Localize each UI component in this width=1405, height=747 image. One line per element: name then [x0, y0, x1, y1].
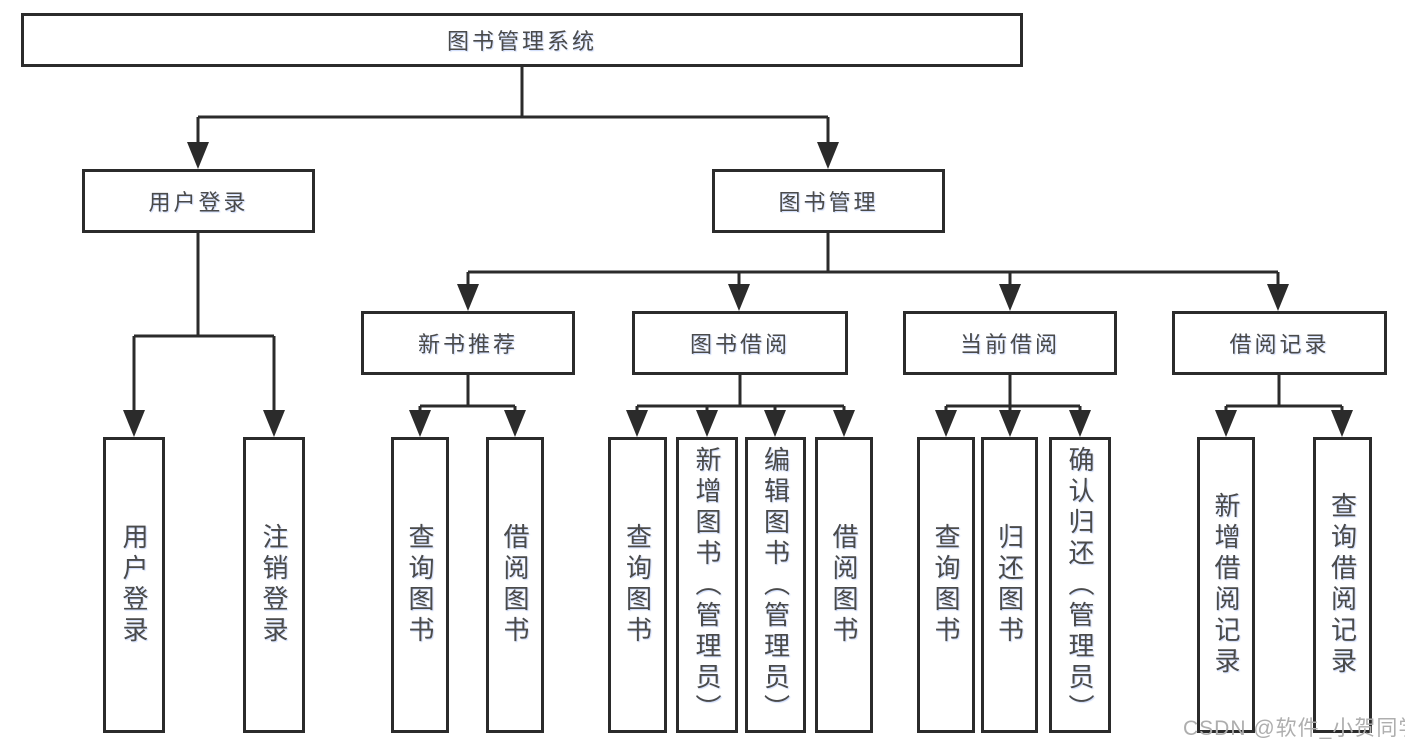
arrow-down-icon	[123, 410, 145, 437]
leaf-borrow-books-2: 借阅图书	[815, 437, 873, 733]
leaf-query-borrow-record: 查询借阅记录	[1313, 437, 1372, 733]
leaf-query-books-1: 查询图书	[391, 437, 449, 733]
arrow-down-icon	[263, 410, 285, 437]
leaf-query-books-3: 查询图书	[917, 437, 975, 733]
node-label: 用户登录	[119, 523, 149, 647]
node-label: 编辑图书（管理员）	[760, 445, 791, 725]
arrow-down-icon	[935, 410, 957, 437]
node-library-management-system: 图书管理系统	[21, 13, 1023, 67]
node-label: 图书借阅	[689, 332, 790, 357]
node-label: 图书管理	[778, 190, 879, 215]
arrow-down-icon	[817, 142, 839, 169]
connector-user-login-branch	[132, 233, 276, 412]
node-current-borrow: 当前借阅	[903, 311, 1117, 375]
leaf-borrow-books-1: 借阅图书	[486, 437, 544, 733]
node-label: 借阅图书	[829, 523, 859, 647]
node-book-borrow: 图书借阅	[632, 311, 848, 375]
arrow-down-icon	[728, 284, 750, 311]
leaf-add-books-admin: 新增图书（管理员）	[676, 437, 738, 733]
node-label: 查询图书	[405, 523, 435, 647]
node-label: 借阅记录	[1229, 332, 1330, 357]
leaf-user-login: 用户登录	[103, 437, 165, 733]
leaf-query-books-2: 查询图书	[608, 437, 667, 733]
arrow-down-icon	[1267, 284, 1289, 311]
node-label: 新增借阅记录	[1211, 492, 1241, 678]
arrow-down-icon	[626, 410, 648, 437]
leaf-add-borrow-record: 新增借阅记录	[1197, 437, 1255, 733]
arrow-down-icon	[764, 410, 786, 437]
connector-new-book-branch	[418, 375, 517, 412]
node-user-login: 用户登录	[82, 169, 315, 233]
arrow-down-icon	[999, 410, 1021, 437]
leaf-return-books: 归还图书	[981, 437, 1038, 733]
node-label: 用户登录	[148, 190, 249, 215]
arrow-down-icon	[409, 410, 431, 437]
node-borrow-records: 借阅记录	[1172, 311, 1387, 375]
node-label: 归还图书	[994, 523, 1025, 647]
node-label: 查询图书	[931, 523, 961, 647]
watermark: CSDN @软件_小贺同学	[1183, 717, 1405, 740]
node-label: 图书管理系统	[446, 29, 597, 54]
leaf-confirm-return-admin: 确认归还（管理员）	[1049, 437, 1111, 733]
arrow-down-icon	[457, 284, 479, 311]
connector-current-borrow-branch	[944, 375, 1082, 412]
node-book-management: 图书管理	[712, 169, 945, 233]
connector-book-borrow-branch	[635, 375, 846, 412]
arrow-down-icon	[187, 142, 209, 169]
node-label: 借阅图书	[500, 523, 530, 647]
arrow-down-icon	[999, 284, 1021, 311]
arrow-down-icon	[833, 410, 855, 437]
connector-borrow-records-branch	[1224, 375, 1344, 412]
node-label: 确认归还（管理员）	[1065, 445, 1095, 725]
leaf-edit-books-admin: 编辑图书（管理员）	[745, 437, 806, 733]
node-label: 查询图书	[622, 523, 653, 647]
arrow-down-icon	[504, 410, 526, 437]
arrow-down-icon	[1215, 410, 1237, 437]
node-label: 新书推荐	[417, 332, 518, 357]
arrow-down-icon	[1331, 410, 1353, 437]
connector-book-management-branch	[466, 233, 1280, 286]
leaf-logout: 注销登录	[243, 437, 305, 733]
arrow-down-icon	[696, 410, 718, 437]
node-label: 当前借阅	[959, 332, 1060, 357]
node-label: 注销登录	[259, 523, 289, 647]
node-new-book-recommend: 新书推荐	[361, 311, 575, 375]
node-label: 查询借阅记录	[1327, 492, 1358, 678]
arrow-down-icon	[1069, 410, 1091, 437]
node-label: 新增图书（管理员）	[692, 445, 722, 725]
connector-root-branch	[196, 67, 830, 144]
